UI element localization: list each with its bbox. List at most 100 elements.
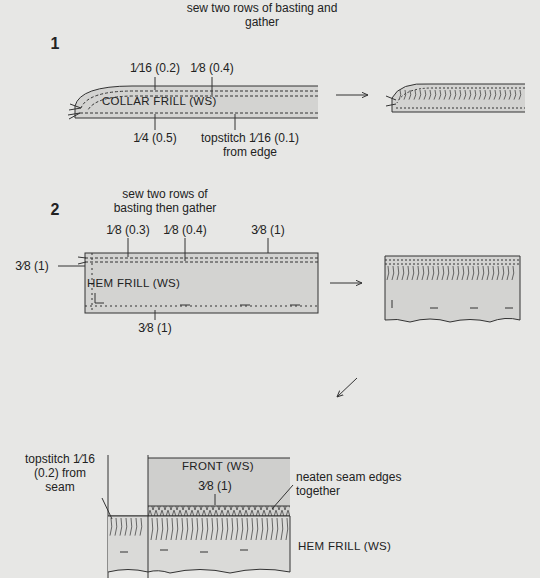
gather-fold: [409, 90, 411, 100]
gather-fold: [437, 266, 439, 280]
instruction-note: topstitch 1⁄16 (0.1) from edge: [199, 131, 301, 159]
step-number: 2: [51, 203, 60, 217]
dimension: 3⁄8 (1): [15, 259, 48, 273]
seam-allowance-line: [85, 306, 318, 307]
gather-fold: [514, 90, 516, 100]
gather-fold: [519, 90, 521, 100]
gather-fold: [424, 90, 426, 100]
hem-frill-piece: HEM FRILL (WS): [148, 516, 290, 572]
basting-row: [385, 260, 520, 264]
gather-fold: [266, 518, 268, 540]
thread-tails: [68, 104, 81, 119]
gather-fold: [231, 518, 233, 540]
gather-fold: [422, 266, 424, 280]
gather-fold: [467, 266, 469, 280]
topstitch-line: [80, 113, 318, 114]
topstitch-line: [396, 108, 525, 109]
collar-frill-piece: COLLAR FRILL (WS): [100, 88, 315, 114]
gather-fold: [196, 518, 198, 540]
gather-fold: [261, 518, 263, 540]
gather-fold: [464, 90, 466, 100]
gather-fold: [110, 518, 112, 536]
gather-fold: [497, 266, 499, 280]
instruction-note: sew two rows of basting and gather: [186, 1, 338, 29]
gather-fold: [499, 90, 501, 100]
gather-fold: [135, 518, 137, 536]
step-arrow: [337, 378, 357, 397]
gather-fold: [434, 90, 436, 100]
piece-label: FRONT (WS): [182, 460, 254, 472]
piece-label: HEM FRILL (WS): [87, 277, 180, 289]
gather-fold: [115, 518, 117, 536]
gather-fold: [186, 518, 188, 540]
gather-fold: [206, 518, 208, 540]
gather-fold: [221, 518, 223, 540]
gather-fold: [492, 266, 494, 280]
gather-fold: [201, 518, 203, 540]
basting-row: [397, 88, 525, 103]
gather-fold: [494, 90, 496, 100]
thread-tails: [386, 96, 396, 106]
gather-fold: [161, 518, 163, 540]
hem-mark: [392, 300, 513, 308]
piece-label: HEM FRILL (WS): [298, 540, 391, 552]
front-edge: [108, 455, 290, 578]
hem-frill-piece: [85, 253, 318, 313]
leader-line: [58, 238, 268, 320]
gather-fold: [489, 90, 491, 100]
gather-fold: [276, 518, 278, 540]
dimension: 3⁄8 (1): [196, 479, 233, 493]
dimension: 1⁄8 (0.4): [190, 61, 233, 75]
gather-fold: [459, 90, 461, 100]
gather-fold: [120, 518, 122, 536]
gathered-hem-frill: [385, 256, 520, 322]
gather-fold: [281, 518, 283, 540]
step-arrow: [336, 95, 368, 96]
gather-fold: [236, 518, 238, 540]
gather-fold: [130, 518, 132, 536]
basting-row: [88, 96, 318, 110]
dimension: 3⁄8 (1): [138, 321, 171, 335]
gather-fold: [419, 90, 421, 100]
gather-fold: [191, 518, 193, 540]
gather-fold: [211, 518, 213, 540]
step-arrow: [330, 283, 362, 284]
gather-fold: [444, 90, 446, 100]
gather-fold: [452, 266, 454, 280]
hem-frill-piece: HEM FRILL (WS): [85, 253, 318, 313]
gather-fold: [447, 266, 449, 280]
gather-fold: [412, 266, 414, 280]
gather-fold: [509, 90, 511, 100]
gather-fold: [417, 266, 419, 280]
gather-fold: [125, 518, 127, 536]
gather-fold: [226, 518, 228, 540]
gather-fold: [482, 266, 484, 280]
gather-fold: [442, 266, 444, 280]
dimension: 3⁄8 (1): [251, 223, 284, 237]
thread-tails: [78, 257, 86, 264]
gather-fold: [472, 266, 474, 280]
basting-row: [81, 91, 318, 108]
gather-fold: [507, 266, 509, 280]
gather-fold: [439, 90, 441, 100]
gather-fold: [454, 90, 456, 100]
gather-fold: [477, 266, 479, 280]
gather-fold: [156, 518, 158, 540]
neatened-seam: [148, 506, 290, 516]
gather-fold: [216, 518, 218, 540]
gather-fold: [402, 266, 404, 280]
instruction-note: neaten seam edges together: [296, 470, 408, 498]
gather-fold: [246, 518, 248, 540]
gather-fold: [251, 518, 253, 540]
dimension: 1⁄8 (0.3): [106, 223, 149, 237]
gather-fold: [399, 90, 401, 100]
seam-edge: [148, 506, 290, 516]
gather-fold: [429, 90, 431, 100]
gather-fold: [176, 518, 178, 540]
hem-mark: [95, 293, 300, 305]
gather-fold: [387, 266, 389, 280]
gather-fold: [151, 518, 153, 540]
attached-hem-frill: [108, 516, 148, 572]
gather-fold: [241, 518, 243, 540]
